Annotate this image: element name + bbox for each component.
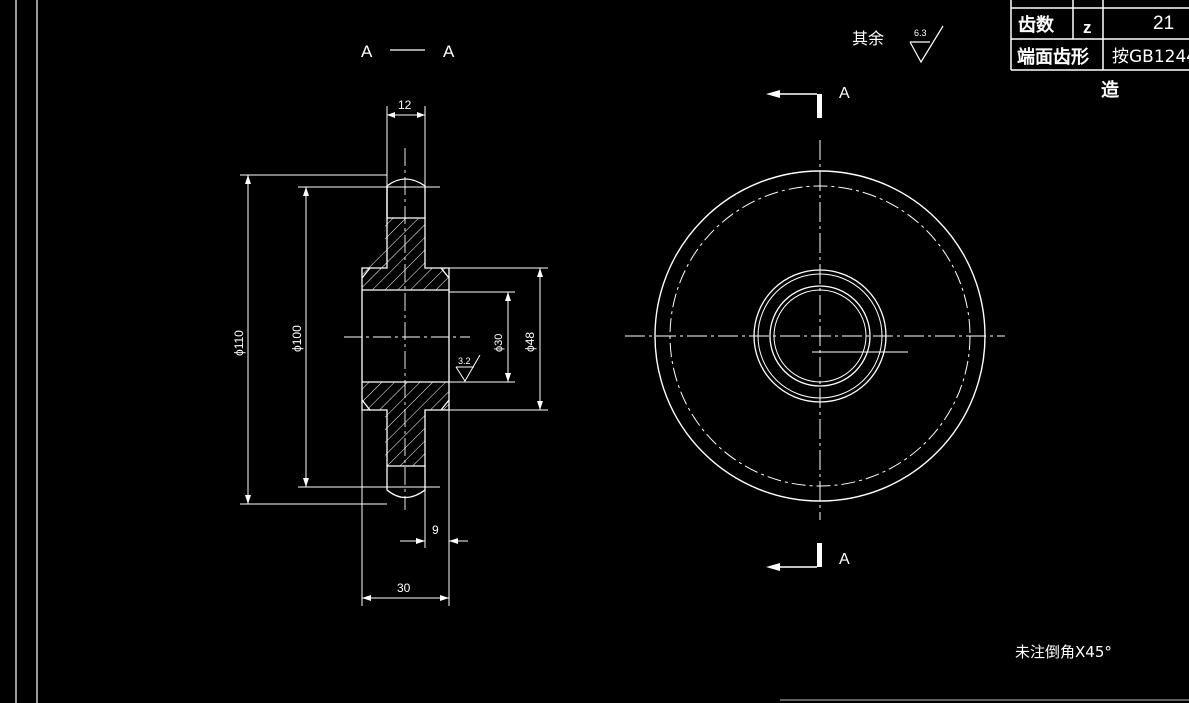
front-view <box>625 140 1005 520</box>
arrow-left-icon <box>766 90 780 98</box>
tooth-profile-value: 按GB1244 <box>1112 47 1189 67</box>
roughness-bore-value: 3.2 <box>458 356 471 366</box>
svg-text:A: A <box>361 42 373 61</box>
roughness-symbol-icon <box>909 25 944 64</box>
spec-table <box>1010 0 1189 71</box>
svg-text:A: A <box>839 551 850 568</box>
section-marker-bottom: A <box>766 543 850 571</box>
svg-text:A: A <box>443 42 455 61</box>
section-marker-top: A <box>766 85 850 118</box>
teeth-count-symbol: z <box>1083 18 1092 37</box>
teeth-count-value: 21 <box>1153 13 1174 34</box>
dim-root-diameter: ϕ100 <box>290 325 304 352</box>
dim-width-top: 12 <box>398 98 412 112</box>
dim-offset: 9 <box>432 523 439 537</box>
dim-hub-diameter: ϕ48 <box>523 332 537 352</box>
dim-bore-diameter: ϕ30 <box>493 334 505 352</box>
section-title: A A <box>361 42 455 61</box>
section-view <box>344 148 470 510</box>
table-footer-text: 造 <box>1101 79 1119 101</box>
chamfer-note: 未注倒角X45° <box>1015 643 1112 661</box>
tooth-profile-label: 端面齿形 <box>1017 46 1089 68</box>
teeth-count-label: 齿数 <box>1018 14 1055 36</box>
dimension-arrows <box>245 112 543 601</box>
dim-hub-length: 30 <box>397 581 411 595</box>
surface-roughness-note: 其余 6.3 <box>852 25 944 64</box>
svg-text:6.3: 6.3 <box>914 28 927 38</box>
drawing-frame <box>15 0 1189 703</box>
svg-text:A: A <box>839 85 850 102</box>
dim-outer-diameter: ϕ110 <box>232 330 246 356</box>
arrow-left-icon <box>766 563 780 571</box>
svg-text:其余: 其余 <box>852 29 884 48</box>
